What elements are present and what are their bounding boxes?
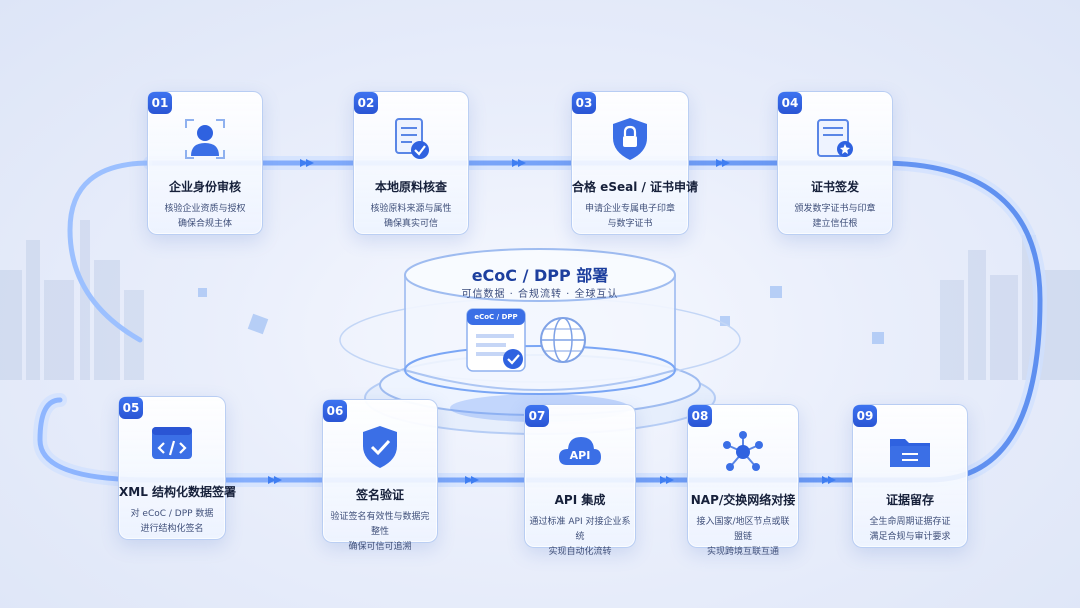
- center-title: eCoC / DPP 部署: [471, 266, 609, 285]
- user-verification-icon: [185, 119, 225, 159]
- globe-icon: [540, 317, 586, 363]
- document-check-icon: [395, 118, 429, 159]
- cloud-api-icon: [559, 437, 601, 465]
- code-window-icon: [152, 427, 192, 459]
- step-card-07[interactable]: 07 API API 集成 通过标准 API 对接企业系统实现自动化流转: [524, 404, 636, 557]
- step-title: 本地原料核查: [374, 180, 447, 194]
- step-description: 接入国家/地区节点或联盟链实现跨境互联互通: [696, 517, 790, 557]
- step-description: 对 eCoC / DPP 数据进行结构化签名: [130, 509, 214, 534]
- step-description: 验证签名有效性与数据完整性确保可信可追溯: [330, 512, 430, 552]
- step-card-01[interactable]: 01 企业身份审核 核验企业资质与授权确保合规主体: [147, 91, 263, 235]
- step-number: 01: [148, 92, 172, 114]
- step-title: 企业身份审核: [168, 180, 241, 194]
- step-card-02[interactable]: 02 本地原料核查 核验原料来源与属性确保真实可信: [353, 91, 469, 235]
- document-label: eCoC / DPP: [474, 313, 518, 321]
- network-node-icon: [723, 431, 763, 471]
- step-card-05[interactable]: 05 XML 结构化数据签署 对 eCoC / DPP 数据进行结构化签名: [118, 396, 237, 540]
- step-card-06[interactable]: 06 签名验证 验证签名有效性与数据完整性确保可信可追溯: [322, 399, 438, 552]
- step-description: 核验企业资质与授权确保合规主体: [164, 204, 246, 229]
- step-card-08[interactable]: 08 NAP/交换网络对接 接入国家/地区节点或联盟链实现跨境互联互通: [687, 404, 799, 557]
- shield-check-icon: [363, 426, 397, 468]
- step-title: NAP/交换网络对接: [690, 493, 796, 507]
- step-number: 09: [853, 405, 877, 427]
- shield-lock-icon: [613, 118, 647, 160]
- step-card-03[interactable]: 03 合格 eSeal / 证书申请 申请企业专属电子印章与数字证书: [571, 91, 699, 235]
- flow-arrows: [268, 159, 836, 484]
- cloud-api-label: API: [569, 449, 591, 462]
- step-description: 颁发数字证书与印章建立信任根: [794, 204, 876, 229]
- step-number: 07: [525, 405, 549, 427]
- step-title: 证据留存: [885, 493, 934, 507]
- step-title: 签名验证: [355, 488, 404, 502]
- center-subtitle: 可信数据 · 合规流转 · 全球互认: [461, 289, 619, 300]
- step-title: API 集成: [554, 493, 606, 507]
- step-title: 合格 eSeal / 证书申请: [572, 180, 699, 194]
- step-number: 08: [688, 405, 712, 427]
- step-title: 证书签发: [810, 180, 859, 194]
- step-card-09[interactable]: 09 证据留存 全生命周期证据存证满足合规与审计要求: [852, 404, 968, 548]
- step-description: 核验原料来源与属性确保真实可信: [370, 204, 452, 229]
- certificate-icon: [817, 119, 853, 157]
- step-number: 03: [572, 92, 596, 114]
- city-skyline-background: [0, 220, 1080, 380]
- step-card-04[interactable]: 04 证书签发 颁发数字证书与印章建立信任根: [777, 91, 893, 235]
- step-number: 02: [354, 92, 378, 114]
- step-number: 05: [119, 397, 143, 419]
- step-title: XML 结构化数据签署: [119, 485, 237, 499]
- folder-archive-icon: [890, 439, 930, 467]
- step-description: 通过标准 API 对接企业系统实现自动化流转: [529, 517, 631, 557]
- step-number: 04: [778, 92, 802, 114]
- ecoc-document-icon: [466, 308, 526, 372]
- step-number: 06: [323, 400, 347, 422]
- step-description: 全生命周期证据存证满足合规与审计要求: [869, 517, 951, 542]
- step-description: 申请企业专属电子印章与数字证书: [584, 204, 675, 229]
